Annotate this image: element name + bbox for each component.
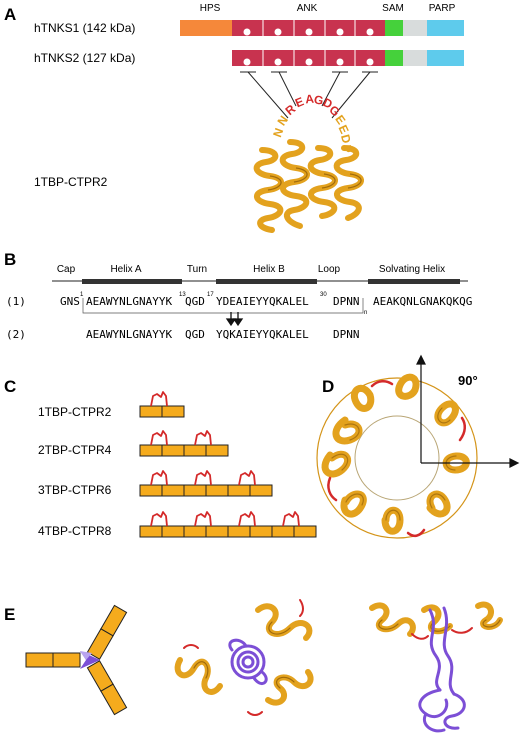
region-cap: Cap: [57, 264, 76, 275]
sequence-2-label: (2): [6, 328, 26, 341]
ank-repeat-marker: [243, 58, 251, 66]
linker-domain: [403, 50, 427, 66]
binding-lines: [240, 71, 378, 119]
tnks2-domain-bar: [232, 50, 464, 66]
construct-4-label: 4TBP-CTPR8: [38, 524, 112, 538]
panel-c-letter: C: [4, 377, 16, 396]
sequence-2: AEAWYNLGNAYYK QGD YQKAIEYYQKALEL DPNN: [86, 328, 360, 341]
helix-b-bar: [216, 279, 317, 284]
ank-repeat-marker: [366, 28, 374, 36]
ank-domain: [232, 20, 385, 36]
seq1-solvating: AEAKQNLGNAKQKQG: [373, 295, 472, 308]
seq2-helix-a: AEAWYNLGNAYYK: [86, 328, 172, 341]
seq1-turn: QGD: [185, 295, 205, 308]
repeat-bracket: [82, 298, 364, 314]
loop-sequence: N N R E A G D G E E D P: [270, 92, 354, 154]
structure-label-ctpr2: 1TBP-CTPR2: [34, 175, 108, 189]
trimer-side-view: [369, 601, 503, 733]
seq2-loop: DPNN: [333, 328, 360, 341]
svg-text:N: N: [270, 126, 286, 139]
ank-repeat-marker: [305, 58, 313, 66]
region-turn: Turn: [187, 264, 207, 275]
tnks1-domain-bar: [180, 20, 464, 36]
parp-domain: [427, 50, 464, 66]
sequence-1-label: (1): [6, 295, 26, 308]
panel-e-letter: E: [4, 605, 15, 624]
construct-blocks: [139, 405, 317, 538]
seq1-helix-a: AEAWYNLGNAYYK: [86, 295, 172, 308]
ank-repeat-marker: [336, 58, 344, 66]
svg-text:E: E: [293, 94, 306, 110]
sam-domain: [385, 50, 403, 66]
ank-repeat-marker: [366, 58, 374, 66]
domain-label-sam: SAM: [382, 3, 404, 14]
svg-text:13: 13: [179, 292, 186, 298]
helix-a-bar: [82, 279, 182, 284]
svg-text:A: A: [305, 92, 315, 107]
region-track: [52, 279, 468, 284]
construct-labels: 1TBP-CTPR2 2TBP-CTPR4 3TBP-CTPR6 4TBP-CT…: [38, 405, 112, 538]
svg-text:G: G: [313, 92, 325, 107]
ctpr2-structure: [253, 139, 364, 233]
ank-repeat-marker: [243, 28, 251, 36]
sequence-1: GNS AEAWYNLGNAYYK QGD YDEAIEYYQKALEL DPN…: [60, 295, 472, 308]
trimerization-domain: [80, 651, 100, 669]
panel-a-letter: A: [4, 5, 16, 24]
mutation-arrows: [225, 312, 244, 327]
ank-repeat-marker: [274, 28, 282, 36]
rotation-angle-label: 90°: [458, 373, 478, 388]
ank-repeat-marker: [336, 28, 344, 36]
panel-b-letter: B: [4, 250, 16, 269]
svg-text:D: D: [338, 133, 354, 145]
ank-repeat-marker: [305, 28, 313, 36]
parp-domain: [427, 20, 464, 36]
rotation-axes: [416, 354, 520, 468]
trimer-top-view: [174, 599, 314, 716]
sam-domain: [385, 20, 403, 36]
construct-2-label: 2TBP-CTPR4: [38, 443, 112, 457]
ank-domain: [232, 50, 385, 66]
region-helix-b: Helix B: [253, 264, 285, 275]
seq1-loop: DPNN: [333, 295, 360, 308]
svg-text:17: 17: [207, 292, 214, 298]
protein-label-tnks2: hTNKS2 (127 kDa): [34, 51, 135, 65]
residue-numbers: 1 13 17 30 n: [80, 292, 367, 316]
panel-d-letter: D: [322, 377, 334, 396]
region-solvating: Solvating Helix: [379, 264, 445, 275]
construct-loops: [150, 391, 300, 527]
domain-label-parp: PARP: [429, 3, 456, 14]
construct-3-label: 3TBP-CTPR6: [38, 483, 112, 497]
ctpr2-structure-shading: [267, 167, 362, 191]
region-helix-a: Helix A: [110, 264, 141, 275]
construct-1-label: 1TBP-CTPR2: [38, 405, 112, 419]
region-loop: Loop: [318, 264, 341, 275]
seq1-helix-b: YDEAIEYYQKALEL: [216, 295, 309, 308]
solvating-helix-bar: [368, 279, 460, 284]
ank-repeat-marker: [274, 58, 282, 66]
domain-label-hps: HPS: [200, 3, 221, 14]
seq2-helix-b: YQKAIEYYQKALEL: [216, 328, 309, 341]
svg-text:30: 30: [320, 292, 327, 298]
protein-label-tnks1: hTNKS1 (142 kDa): [34, 21, 135, 35]
superhelix-structure: [316, 373, 478, 539]
linker-domain: [403, 20, 427, 36]
domain-label-ank: ANK: [297, 3, 318, 14]
trimer-schematic: [25, 604, 128, 716]
svg-text:n: n: [364, 310, 367, 316]
seq1-cap: GNS: [60, 295, 80, 308]
seq2-turn: QGD: [185, 328, 205, 341]
hps-domain: [180, 20, 232, 36]
region-labels: Cap Helix A Turn Helix B Loop Solvating …: [57, 264, 445, 275]
svg-text:1: 1: [80, 292, 84, 298]
